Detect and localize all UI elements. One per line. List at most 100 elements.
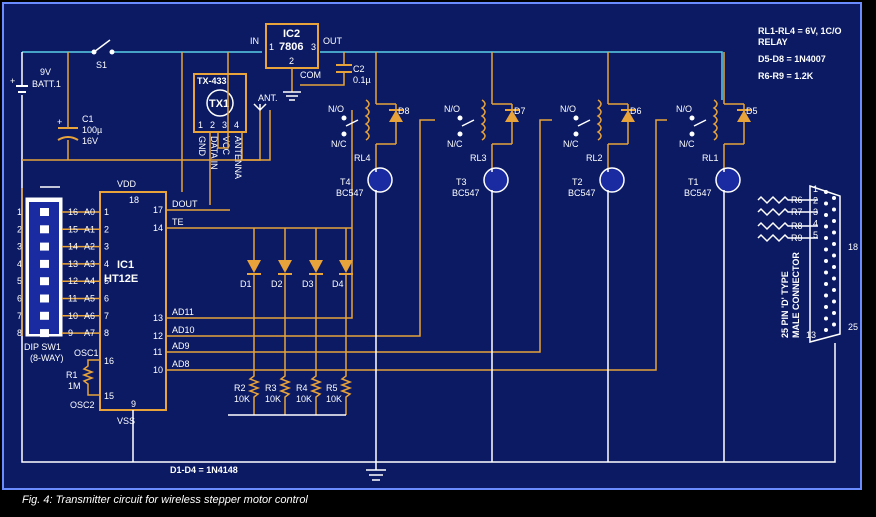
c2-wire <box>300 52 345 86</box>
dcon-pin-right <box>832 311 836 315</box>
relay-no-label: N/O <box>560 104 576 114</box>
contact-no <box>341 115 347 121</box>
dip-number: 2 <box>17 224 22 234</box>
tx-pin3: 3 <box>222 120 227 130</box>
diode-label: D3 <box>302 279 314 289</box>
tx-pin4: 4 <box>234 120 239 130</box>
base-resistor <box>757 221 818 231</box>
relay-diode-label: D5 <box>746 106 758 116</box>
relay-no-label: N/O <box>328 104 344 114</box>
ic1-right-pin-name: AD10 <box>172 325 195 335</box>
dcon-pin-number: 5 <box>813 230 818 240</box>
contact-arm <box>577 119 591 127</box>
antenna-icon <box>253 103 267 112</box>
ic1-right-pin-name: AD9 <box>172 341 190 351</box>
tx-name: TX1 <box>209 98 229 110</box>
contact-no <box>573 115 579 121</box>
ic1-right-pin-num: 14 <box>153 223 163 233</box>
dcon-pin-right <box>832 219 836 223</box>
diode-note: D1-D4 = 1N4148 <box>170 465 238 475</box>
relay-diode-symbol <box>737 110 751 122</box>
contact-no <box>457 115 463 121</box>
pulldown-name: R4 <box>296 383 308 393</box>
ad10-wire <box>166 119 435 337</box>
dip-number: 7 <box>17 311 22 321</box>
tx-antenna-wire <box>241 110 261 161</box>
dip-switch-toggle <box>40 311 49 320</box>
pulldown-value: 10K <box>265 394 281 404</box>
ic2-in-label: IN <box>250 36 259 46</box>
switch-s1 <box>91 39 115 55</box>
ic1-pin16: 16 <box>104 356 114 366</box>
pulldown-value: 10K <box>296 394 312 404</box>
relay-diode-label: D6 <box>630 106 642 116</box>
ic2-pin-in: 1 <box>269 42 274 52</box>
dcon-pin-left <box>824 190 828 194</box>
dcon-pin-right <box>832 196 836 200</box>
dip-switch-toggle <box>40 242 49 251</box>
tx-ant-label: ANT. <box>258 93 278 103</box>
relay-coil <box>480 99 486 141</box>
transistor-type: BC547 <box>684 188 712 198</box>
ic1-left-pin: 8 <box>104 328 109 338</box>
ic1-addr-pin-num: 11 <box>68 294 77 304</box>
dcon-pin-right <box>832 230 836 235</box>
transistor-body <box>483 167 509 193</box>
relay-no-label: N/O <box>444 104 460 114</box>
dcon-pin-right <box>832 322 836 327</box>
dcon-pin-left <box>824 201 828 206</box>
dip-number: 1 <box>17 207 22 217</box>
dip-number: 4 <box>17 259 22 269</box>
base-resistor <box>757 207 818 217</box>
ic1-addr-pin-num: 12 <box>68 276 78 286</box>
dcon-pin25: 25 <box>848 322 858 332</box>
dip-switch-toggle <box>40 225 49 234</box>
note-diodes: D5-D8 = 1N4007 <box>758 54 826 64</box>
dip-number: 5 <box>17 276 22 286</box>
base-resistor <box>757 195 818 205</box>
ic1-left-pin: 2 <box>104 224 109 234</box>
relay-stages: D8N/ON/CRL4T4BC547D7N/ON/CRL3T3BC547D6N/… <box>328 52 758 462</box>
dcon-pin-left <box>824 236 828 240</box>
pulldown-value: 10K <box>234 394 250 404</box>
ic1-addr-pin-num: 15 <box>68 224 78 234</box>
contact-nc <box>573 131 579 137</box>
transistor-body <box>599 167 625 193</box>
ic2-pin-out: 3 <box>311 42 316 52</box>
ad8-wire <box>166 119 667 371</box>
transistor-name: T4 <box>340 177 351 187</box>
ic1-left-pin: 4 <box>104 259 109 269</box>
transistor-type: BC547 <box>452 188 480 198</box>
dcon-pin-right <box>832 276 836 281</box>
relay-no-label: N/O <box>676 104 692 114</box>
relay-diode-symbol <box>621 110 635 122</box>
ic1-right-pin-num: 11 <box>153 347 162 357</box>
dcon-pin-number: 1 <box>813 184 818 194</box>
contact-nc <box>457 131 463 137</box>
dip-number: 3 <box>17 242 22 252</box>
ic1-right-pin-num: 12 <box>153 331 163 341</box>
ic1-right-pin-num: 13 <box>153 313 163 323</box>
tx-pin2: 2 <box>210 120 215 130</box>
pulldown-resistor <box>339 318 353 415</box>
ic1-addr-pin-name: A3 <box>84 259 95 269</box>
tx-pin-antenna: ANTENNA <box>233 136 243 179</box>
svg-text:+: + <box>57 117 62 127</box>
ic2-out-label: OUT <box>323 36 343 46</box>
relay-wire <box>607 52 629 168</box>
dcon-pin-left <box>824 224 828 229</box>
positive-rail <box>22 51 723 100</box>
ic1-osc2: OSC2 <box>70 400 95 410</box>
d-connector-body <box>809 184 841 343</box>
contact-nc <box>689 131 695 137</box>
transistor-type: BC547 <box>568 188 596 198</box>
base-resistor-name: R8 <box>791 221 803 231</box>
tx-module-body <box>193 73 247 133</box>
tx-vcc-wire <box>217 52 229 149</box>
pulldown-name: R5 <box>326 383 338 393</box>
ad9-wire <box>166 119 552 353</box>
